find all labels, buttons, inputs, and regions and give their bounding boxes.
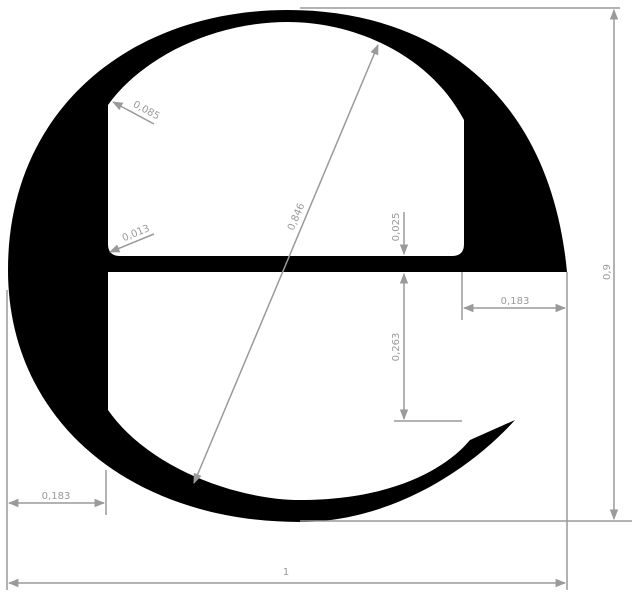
inner-radius-label: 0,085 (131, 99, 161, 122)
inner-radius-leader-line (112, 101, 155, 125)
e-glyph (8, 10, 567, 522)
height-label: 0,9 (602, 264, 613, 280)
right-offset-label: 0,183 (501, 296, 530, 307)
diagonal-label: 0,846 (286, 202, 307, 233)
width-label: 1 (283, 567, 289, 578)
bar-thickness-label: 0,025 (391, 213, 402, 242)
left-stem-label: 0,183 (42, 491, 71, 502)
diagonal-dimension-line (193, 44, 379, 484)
gap-label: 0,263 (391, 333, 402, 362)
bar-radius-leader-line (109, 233, 155, 253)
